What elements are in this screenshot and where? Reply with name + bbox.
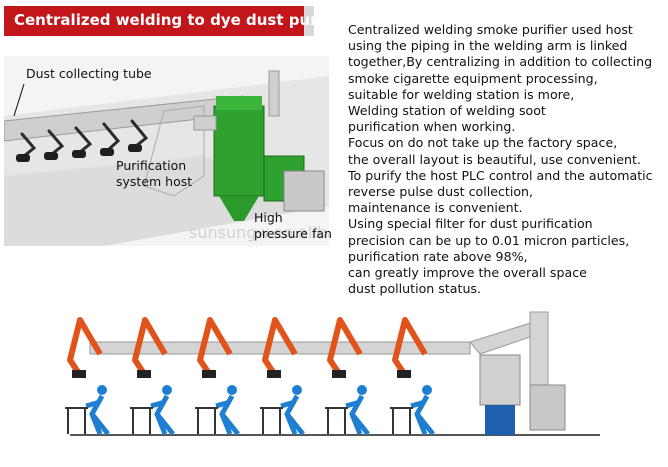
description-line: maintenance is convenient. — [348, 200, 523, 216]
description-line: purification rate above 98%, — [348, 248, 528, 264]
fan-box — [529, 384, 566, 431]
welding-station — [195, 317, 240, 436]
dust-tube-label: Dust collecting tube — [26, 66, 152, 81]
suction-hood — [72, 370, 86, 378]
description: Centralized welding smoke purifier used … — [348, 22, 666, 297]
work-table — [390, 407, 413, 434]
description-line: using the piping in the welding arm is l… — [348, 38, 628, 54]
worker-body — [215, 394, 240, 436]
welding-arm — [262, 317, 298, 374]
description-line: the overall layout is beautiful, use con… — [348, 151, 641, 167]
welding-arm — [197, 317, 233, 374]
welding-arm — [327, 317, 363, 374]
page-title: Centralized welding to dye dust purifica… — [14, 11, 387, 29]
purification-label-line1: Purification — [116, 158, 187, 173]
worker-body — [85, 394, 110, 436]
description-line: Focus on do not take up the factory spac… — [348, 135, 618, 151]
suction-hood — [332, 370, 346, 378]
worker-body — [345, 394, 370, 436]
welding-station — [325, 317, 370, 436]
welding-station — [130, 317, 175, 436]
work-table — [65, 407, 88, 434]
description-line: together,By centralizing in addition to … — [348, 54, 653, 70]
welding-station — [65, 317, 110, 436]
description-line: smoke cigarette equipment processing, — [348, 70, 598, 86]
worker-head — [357, 385, 367, 395]
worker-body — [280, 394, 305, 436]
suction-hood — [202, 370, 216, 378]
fan-label-line2: pressure fan — [254, 226, 332, 241]
purifier-host — [479, 354, 521, 406]
worker-body — [150, 394, 175, 436]
description-line: dust pollution status. — [348, 281, 481, 297]
header-bar: Centralized welding to dye dust purifica… — [4, 6, 386, 36]
description-line: purification when working. — [348, 119, 516, 135]
work-table — [195, 407, 218, 434]
work-table — [260, 407, 283, 434]
purification-label-line2: system host — [116, 174, 193, 189]
factory-illustration: sunsungw.en.alibaba.com — [4, 56, 329, 246]
welding-arm — [392, 317, 428, 374]
worker-head — [227, 385, 237, 395]
description-line: precision can be up to 0.01 micron parti… — [348, 232, 630, 248]
purifier-base — [485, 405, 515, 435]
description-line: can greatly improve the overall space — [348, 265, 587, 281]
description-line: suitable for welding station is more, — [348, 86, 575, 102]
suction-hood — [267, 370, 281, 378]
worker-head — [292, 385, 302, 395]
system-diagram — [65, 311, 600, 436]
worker-head — [97, 385, 107, 395]
worker-head — [422, 385, 432, 395]
suction-hood — [397, 370, 411, 378]
welding-station — [260, 317, 305, 436]
worker-head — [162, 385, 172, 395]
work-table — [130, 407, 153, 434]
description-line: Welding station of welding soot — [348, 103, 546, 119]
description-line: Using special filter for dust purificati… — [348, 216, 593, 232]
main-duct — [89, 341, 471, 355]
description-line: To purify the host PLC control and the a… — [348, 167, 653, 183]
worker-body — [410, 394, 435, 436]
header-red-band — [4, 6, 304, 36]
welding-station — [390, 317, 435, 436]
description-line: reverse pulse dust collection, — [348, 184, 534, 200]
fan-label-line1: High — [254, 210, 283, 225]
welding-arm — [132, 317, 168, 374]
welding-arm — [67, 317, 103, 374]
work-table — [325, 407, 348, 434]
watermark-text: sunsungw.en.alibaba.com — [189, 223, 329, 242]
description-line: Centralized welding smoke purifier used … — [348, 22, 633, 37]
suction-hood — [137, 370, 151, 378]
